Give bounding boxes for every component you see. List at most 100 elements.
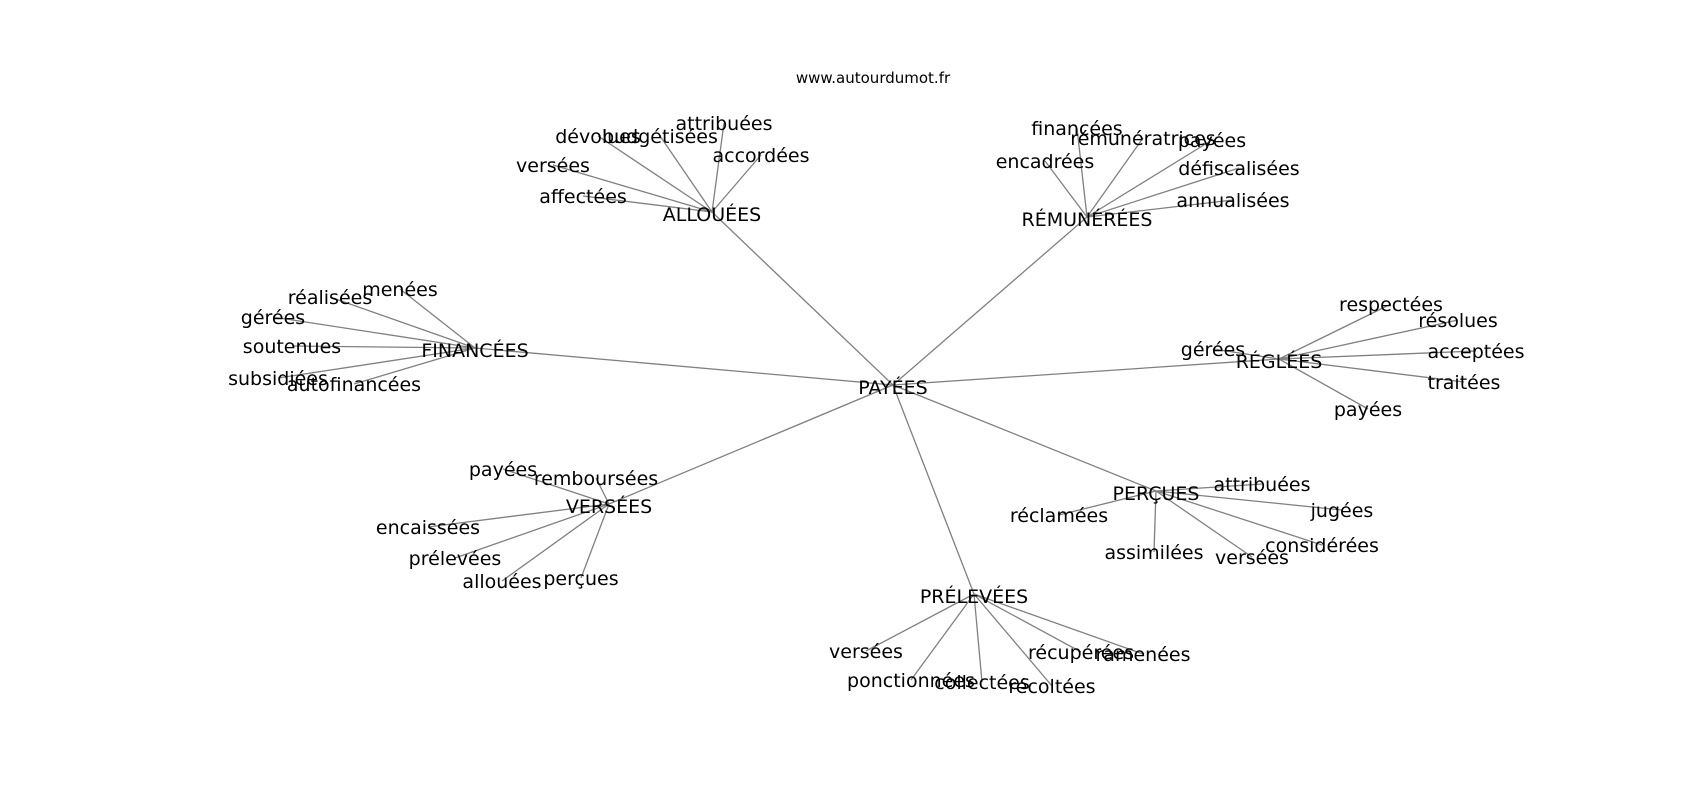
edge-reglees-acceptees bbox=[1278, 350, 1477, 360]
edge-versees-encaissees bbox=[427, 503, 610, 528]
word-node-allouees-affectees[interactable]: affectées bbox=[539, 186, 627, 208]
word-node-percues-considerees[interactable]: considérées bbox=[1265, 535, 1379, 557]
word-node-financees-soutenues[interactable]: soutenues bbox=[243, 336, 341, 358]
edge-prelevees-recuperees bbox=[973, 593, 1082, 653]
word-node-reglees-acceptees[interactable]: acceptées bbox=[1427, 341, 1524, 363]
word-node-percues-versees[interactable]: versées bbox=[1215, 547, 1289, 569]
word-node-versees-encaissees[interactable]: encaissées bbox=[376, 517, 480, 539]
edge-financees-autofinancees bbox=[353, 347, 476, 385]
word-node-financees-autofinancees[interactable]: autofinancées bbox=[287, 374, 421, 396]
edge-financees-gerees bbox=[272, 316, 476, 349]
edge-remunerees-financees bbox=[1076, 127, 1088, 218]
word-node-versees-payees[interactable]: payées bbox=[469, 459, 537, 481]
word-node-remunerees-payees[interactable]: payées bbox=[1178, 130, 1246, 152]
word-node-versees-remboursees[interactable]: remboursées bbox=[534, 468, 658, 490]
edge-versees-remboursees bbox=[595, 477, 610, 505]
edge-financees-subsidiees bbox=[277, 347, 476, 379]
edge-percues-reclamees bbox=[1058, 490, 1157, 516]
edge-center-financees bbox=[474, 347, 894, 386]
word-node-allouees-attribuees[interactable]: attribuées bbox=[675, 113, 772, 135]
word-node-percues-reclamees[interactable]: réclamées bbox=[1010, 505, 1108, 527]
edge-remunerees-remuneratrices bbox=[1086, 137, 1144, 218]
edge-remunerees-encadrees bbox=[1044, 160, 1088, 218]
word-node-financees-subsidiees[interactable]: subsidiées bbox=[228, 368, 328, 390]
word-node-percues-attribuees[interactable]: attribuées bbox=[1213, 474, 1310, 496]
edge-reglees-gerees bbox=[1212, 348, 1280, 360]
cluster-node-prelevees[interactable]: PRÉLEVÉES bbox=[920, 585, 1028, 608]
edge-center-versees bbox=[608, 384, 894, 505]
word-node-remunerees-defiscalisees[interactable]: défiscalisées bbox=[1178, 158, 1299, 180]
edge-percues-attribuees bbox=[1155, 483, 1263, 492]
word-node-remunerees-remuneratrices[interactable]: rémunératrices bbox=[1070, 128, 1215, 150]
edge-allouees-accordees bbox=[711, 154, 762, 213]
word-node-reglees-traitees[interactable]: traitées bbox=[1428, 372, 1501, 394]
edge-reglees-resolues bbox=[1278, 319, 1459, 360]
edge-financees-menees bbox=[399, 288, 476, 349]
word-node-reglees-resolues[interactable]: résolues bbox=[1418, 310, 1498, 332]
edge-versees-allouees bbox=[501, 503, 610, 582]
word-node-allouees-accordees[interactable]: accordées bbox=[713, 145, 810, 167]
cluster-node-versees[interactable]: VERSÉES bbox=[566, 495, 652, 518]
edge-financees-soutenues bbox=[291, 345, 476, 349]
word-node-versees-allouees[interactable]: allouées bbox=[462, 571, 541, 593]
site-title: www.autourdumot.fr bbox=[796, 69, 951, 87]
edge-reglees-respectees bbox=[1278, 303, 1392, 360]
word-node-allouees-versees[interactable]: versées bbox=[516, 155, 590, 177]
edge-allouees-devolues bbox=[597, 135, 713, 213]
edge-allouees-attribuees bbox=[711, 122, 725, 213]
word-node-allouees-devolues[interactable]: dévolues bbox=[555, 126, 641, 148]
word-node-reglees-payees[interactable]: payées bbox=[1334, 399, 1402, 421]
word-node-percues-assimilees[interactable]: assimilées bbox=[1104, 542, 1203, 564]
word-node-prelevees-recuperees[interactable]: récupérées bbox=[1028, 642, 1134, 664]
cluster-node-remunerees[interactable]: RÉMUNÉRÉES bbox=[1022, 208, 1153, 231]
edge-prelevees-collectees bbox=[973, 593, 983, 683]
graph-edges bbox=[272, 122, 1477, 687]
edge-prelevees-recoltees bbox=[973, 593, 1053, 687]
word-node-reglees-gerees[interactable]: gérées bbox=[1181, 339, 1245, 361]
word-node-prelevees-collectees[interactable]: collectées bbox=[934, 672, 1030, 694]
word-node-prelevees-versees[interactable]: versées bbox=[829, 641, 903, 663]
cluster-node-financees[interactable]: FINANCÉES bbox=[421, 339, 528, 362]
edge-center-percues bbox=[892, 384, 1157, 492]
word-node-versees-percues[interactable]: perçues bbox=[543, 568, 618, 590]
edge-percues-jugees bbox=[1155, 490, 1343, 511]
cluster-node-percues[interactable]: PERÇUES bbox=[1113, 483, 1200, 505]
word-node-financees-gerees[interactable]: gérées bbox=[241, 307, 305, 329]
edge-allouees-affectees bbox=[582, 195, 713, 213]
word-node-financees-menees[interactable]: menées bbox=[362, 279, 438, 301]
edge-reglees-traitees bbox=[1278, 358, 1465, 383]
center-node[interactable]: PAYÉES bbox=[858, 376, 927, 399]
word-node-remunerees-annualisees[interactable]: annualisées bbox=[1176, 190, 1289, 212]
word-node-versees-prelevees[interactable]: prélevées bbox=[409, 548, 502, 570]
cluster-node-allouees[interactable]: ALLOUÉES bbox=[663, 203, 761, 226]
edge-remunerees-defiscalisees bbox=[1086, 167, 1240, 218]
edge-center-allouees bbox=[711, 211, 894, 386]
word-node-financees-realisees[interactable]: réalisées bbox=[288, 287, 372, 309]
edge-center-prelevees bbox=[892, 384, 975, 595]
edge-percues-versees bbox=[1155, 490, 1253, 558]
word-node-prelevees-ramenees[interactable]: ramenées bbox=[1096, 644, 1191, 666]
edge-allouees-versees bbox=[552, 164, 713, 213]
cluster-node-reglees[interactable]: RÉGLÉES bbox=[1236, 350, 1323, 373]
edge-remunerees-payees bbox=[1086, 139, 1213, 218]
edge-center-remunerees bbox=[892, 216, 1088, 386]
word-node-allouees-budgetisees[interactable]: budgétisées bbox=[602, 126, 718, 148]
word-node-reglees-respectees[interactable]: respectées bbox=[1339, 294, 1443, 316]
edge-prelevees-ponctionnees bbox=[910, 593, 975, 681]
edge-reglees-payees bbox=[1278, 358, 1369, 410]
edge-percues-assimilees bbox=[1153, 490, 1157, 553]
edge-center-reglees bbox=[892, 358, 1280, 386]
word-node-prelevees-ponctionnees[interactable]: ponctionnées bbox=[847, 670, 975, 692]
word-node-remunerees-encadrees[interactable]: encadrées bbox=[996, 151, 1095, 173]
edge-versees-payees bbox=[502, 468, 610, 505]
word-node-remunerees-financees[interactable]: financées bbox=[1031, 118, 1122, 140]
word-node-prelevees-recoltees[interactable]: récoltées bbox=[1008, 676, 1095, 698]
edge-financees-realisees bbox=[329, 296, 476, 349]
edge-percues-considerees bbox=[1155, 490, 1323, 546]
edge-allouees-budgetisees bbox=[659, 135, 713, 213]
edge-versees-percues bbox=[580, 503, 610, 579]
edge-prelevees-versees bbox=[865, 593, 975, 652]
word-node-percues-jugees[interactable]: jugées bbox=[1310, 500, 1374, 522]
edge-remunerees-annualisees bbox=[1086, 199, 1234, 218]
